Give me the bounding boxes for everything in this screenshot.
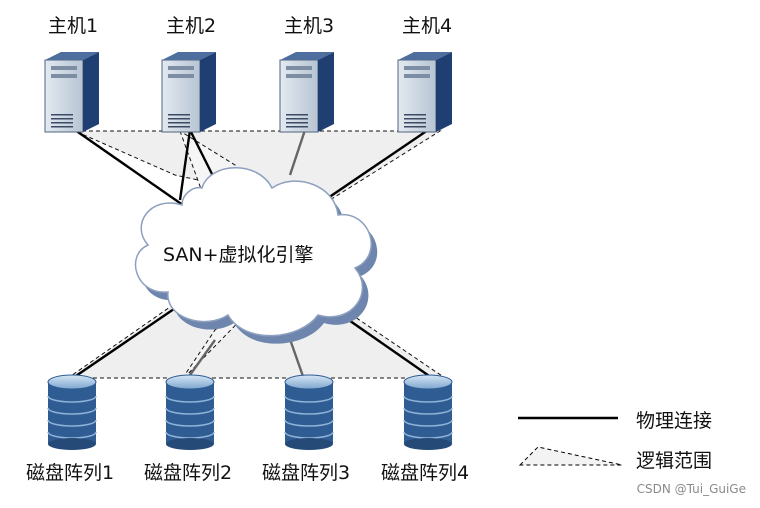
host-label-3: 主机3 <box>284 15 335 37</box>
disk-array-2 <box>165 374 215 450</box>
host-label-2: 主机2 <box>166 15 217 37</box>
server-3 <box>279 52 334 133</box>
cloud-label: SAN+虚拟化引擎 <box>163 244 314 266</box>
disk-array-4 <box>403 374 453 450</box>
host-label-4: 主机4 <box>402 15 453 37</box>
disk-array-label-2: 磁盘阵列2 <box>144 462 233 484</box>
server-2 <box>161 52 216 133</box>
disk-array-label-3: 磁盘阵列3 <box>262 462 351 484</box>
legend-physical-label: 物理连接 <box>636 410 713 432</box>
watermark: CSDN @Tui_GuiGe <box>636 482 746 496</box>
legend-logical-shape <box>518 446 623 466</box>
disk-array-label-4: 磁盘阵列4 <box>381 462 470 484</box>
san-cloud <box>134 167 378 344</box>
server-4 <box>397 52 452 133</box>
disk-array-1 <box>47 374 97 450</box>
legend-logical-label: 逻辑范围 <box>636 450 713 472</box>
disk-array-3 <box>284 374 334 450</box>
disk-array-label-1: 磁盘阵列1 <box>26 462 115 484</box>
server-1 <box>44 52 99 133</box>
host-label-1: 主机1 <box>48 15 99 37</box>
legend <box>518 416 623 466</box>
